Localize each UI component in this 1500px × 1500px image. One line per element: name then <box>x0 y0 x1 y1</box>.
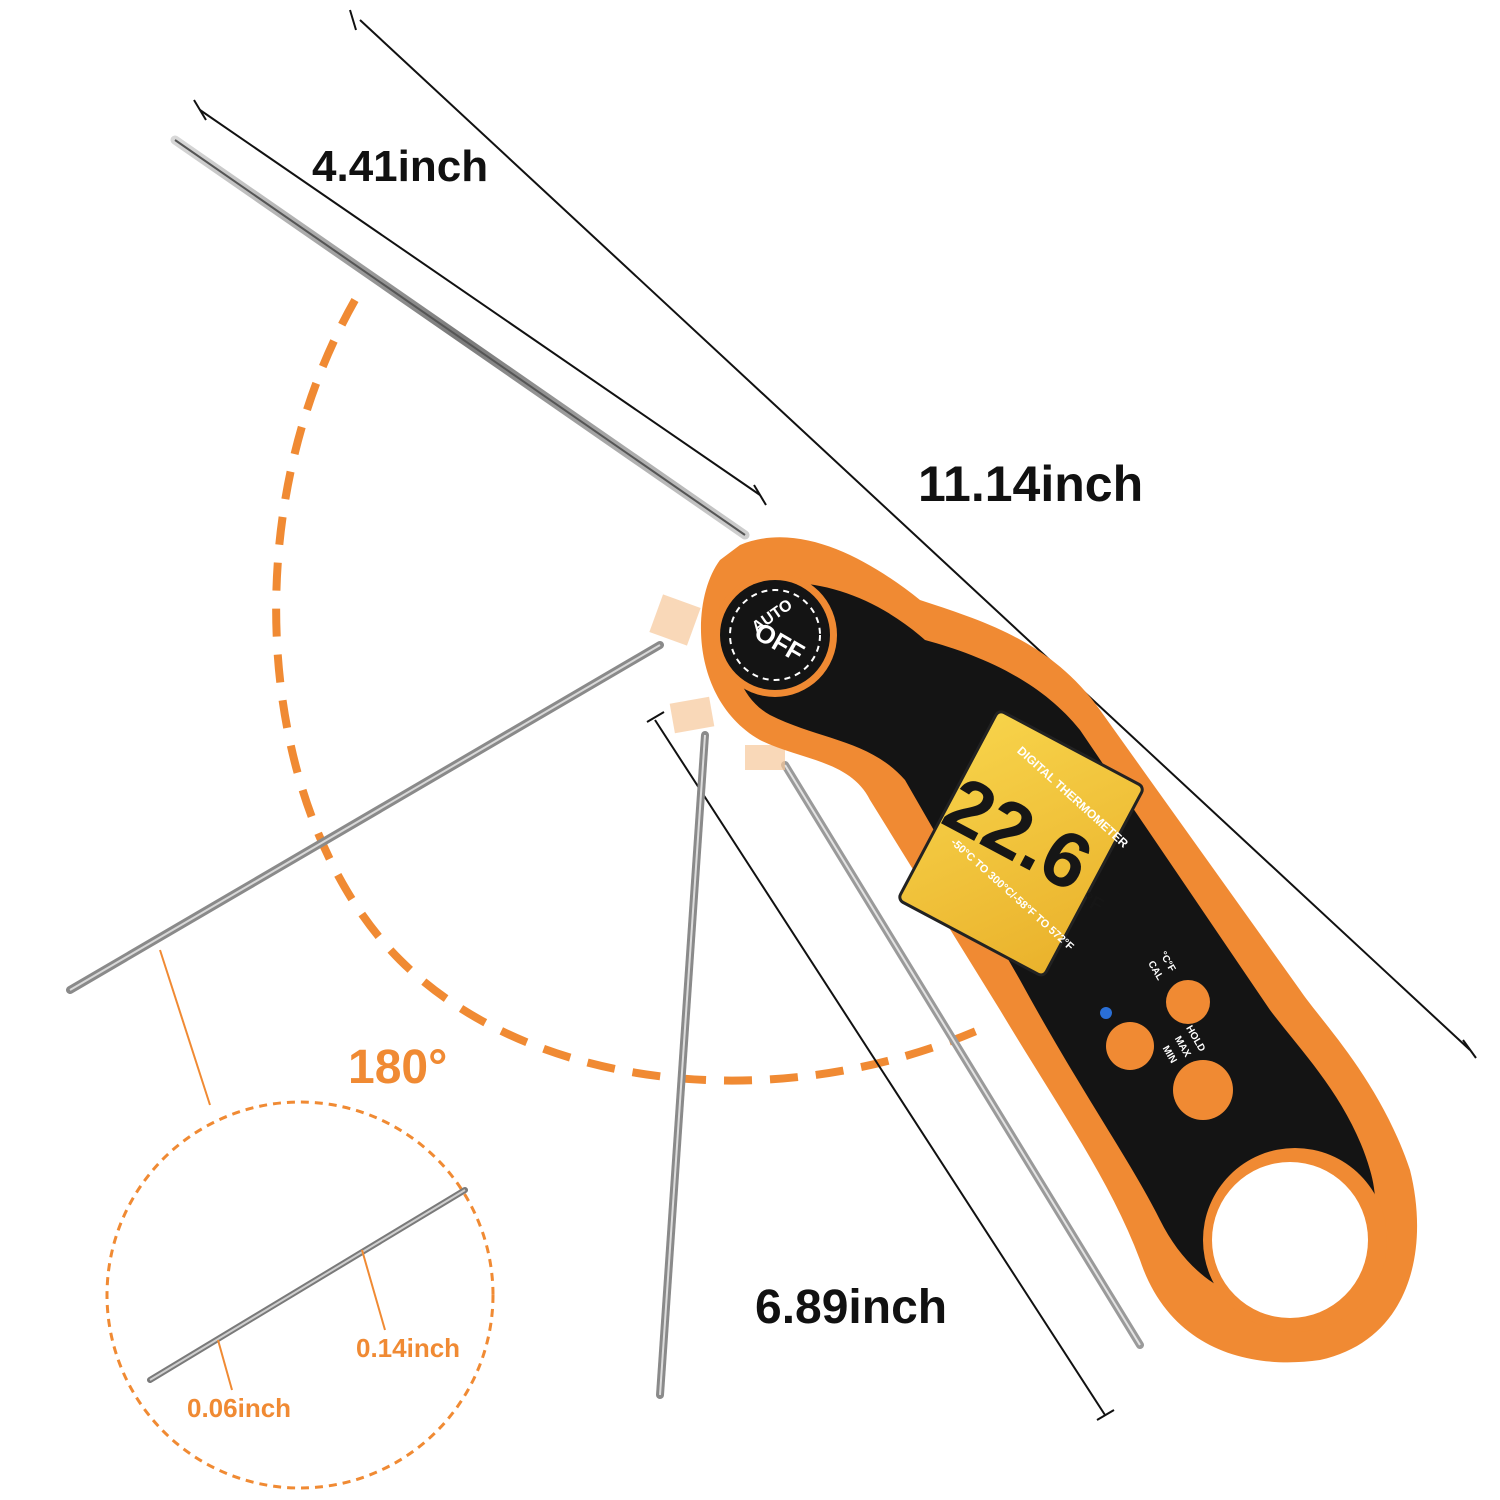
rotation-arc <box>272 298 992 1085</box>
diameter-marker-tip <box>217 1339 233 1391</box>
probe-left <box>66 641 664 994</box>
probe-detail <box>147 1187 468 1383</box>
probe-folded <box>781 761 1144 1349</box>
probe-length-label: 4.41inch <box>312 142 489 191</box>
probe-down <box>656 731 709 1399</box>
rotation-angle-label: 180° <box>348 1041 448 1094</box>
ghost-hinge-1 <box>649 594 701 646</box>
total-length-dimension-line <box>349 9 1477 1059</box>
backlight-icon <box>1100 1007 1112 1019</box>
ghost-hinge-3 <box>745 745 785 770</box>
hold-max-min-button[interactable] <box>1106 1022 1154 1070</box>
probe-length-dimension-line <box>193 99 767 506</box>
unit-cal-button[interactable] <box>1166 980 1210 1024</box>
probe-diameter-large-label: 0.14inch <box>356 1333 461 1363</box>
lcd-screen <box>898 710 1144 977</box>
total-length-label: 11.14inch <box>918 456 1144 512</box>
handle-length-dimension-line <box>646 711 1115 1421</box>
probe-upright <box>170 135 750 540</box>
probe-detail-circle <box>105 1100 495 1490</box>
handle-length-label: 6.89inch <box>755 1281 948 1334</box>
detail-leader-line <box>159 949 211 1106</box>
probe-diameter-tip-label: 0.06inch <box>187 1393 292 1423</box>
ghost-hinge-2 <box>669 696 715 734</box>
diameter-marker-large <box>361 1249 386 1331</box>
power-button[interactable] <box>1173 1060 1233 1120</box>
